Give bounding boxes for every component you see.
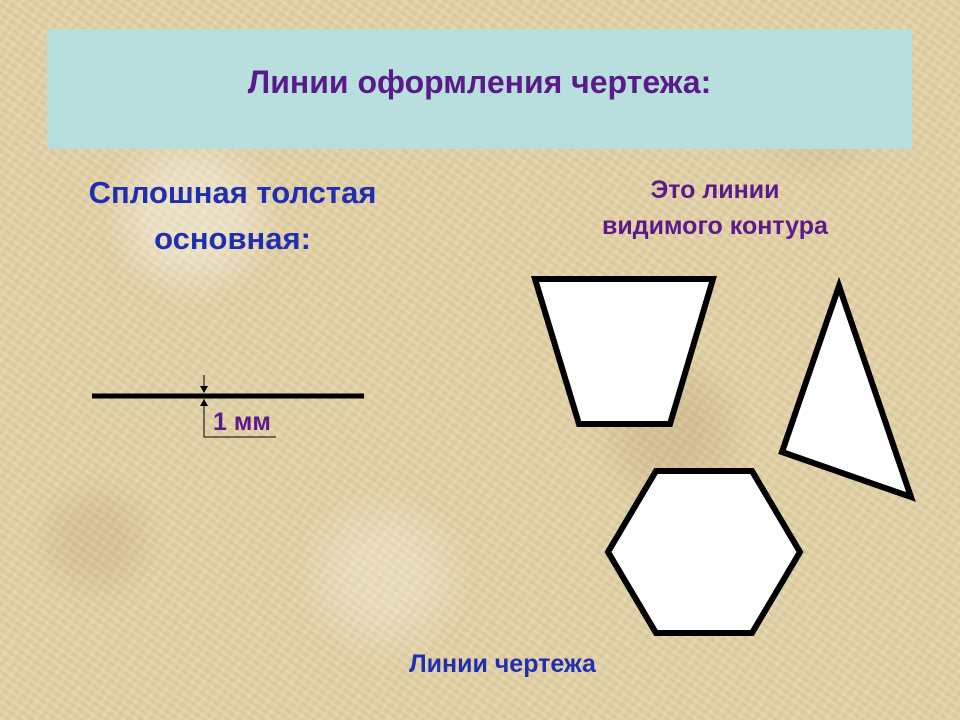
slide-title: Линии оформления чертежа: [247,63,712,100]
line-type-heading: Сплошная толстая основная: [40,170,425,262]
hexagon-shape [604,468,804,636]
title-band: Линии оформления чертежа: [47,29,912,149]
line-type-heading-line1: Сплошная толстая [88,175,377,210]
dimension-arrow-upper [200,386,208,393]
contour-heading-line1: Это линии [650,176,780,204]
footer-label: Линии чертежа [409,650,596,678]
line-type-heading-line2: основная: [154,221,311,256]
trapezoid-shape [530,276,718,427]
dimension-label: 1 мм [213,408,271,436]
contour-heading: Это линии видимого контура [555,172,875,244]
triangle-shape [778,276,916,502]
contour-heading-line2: видимого контура [602,212,828,240]
